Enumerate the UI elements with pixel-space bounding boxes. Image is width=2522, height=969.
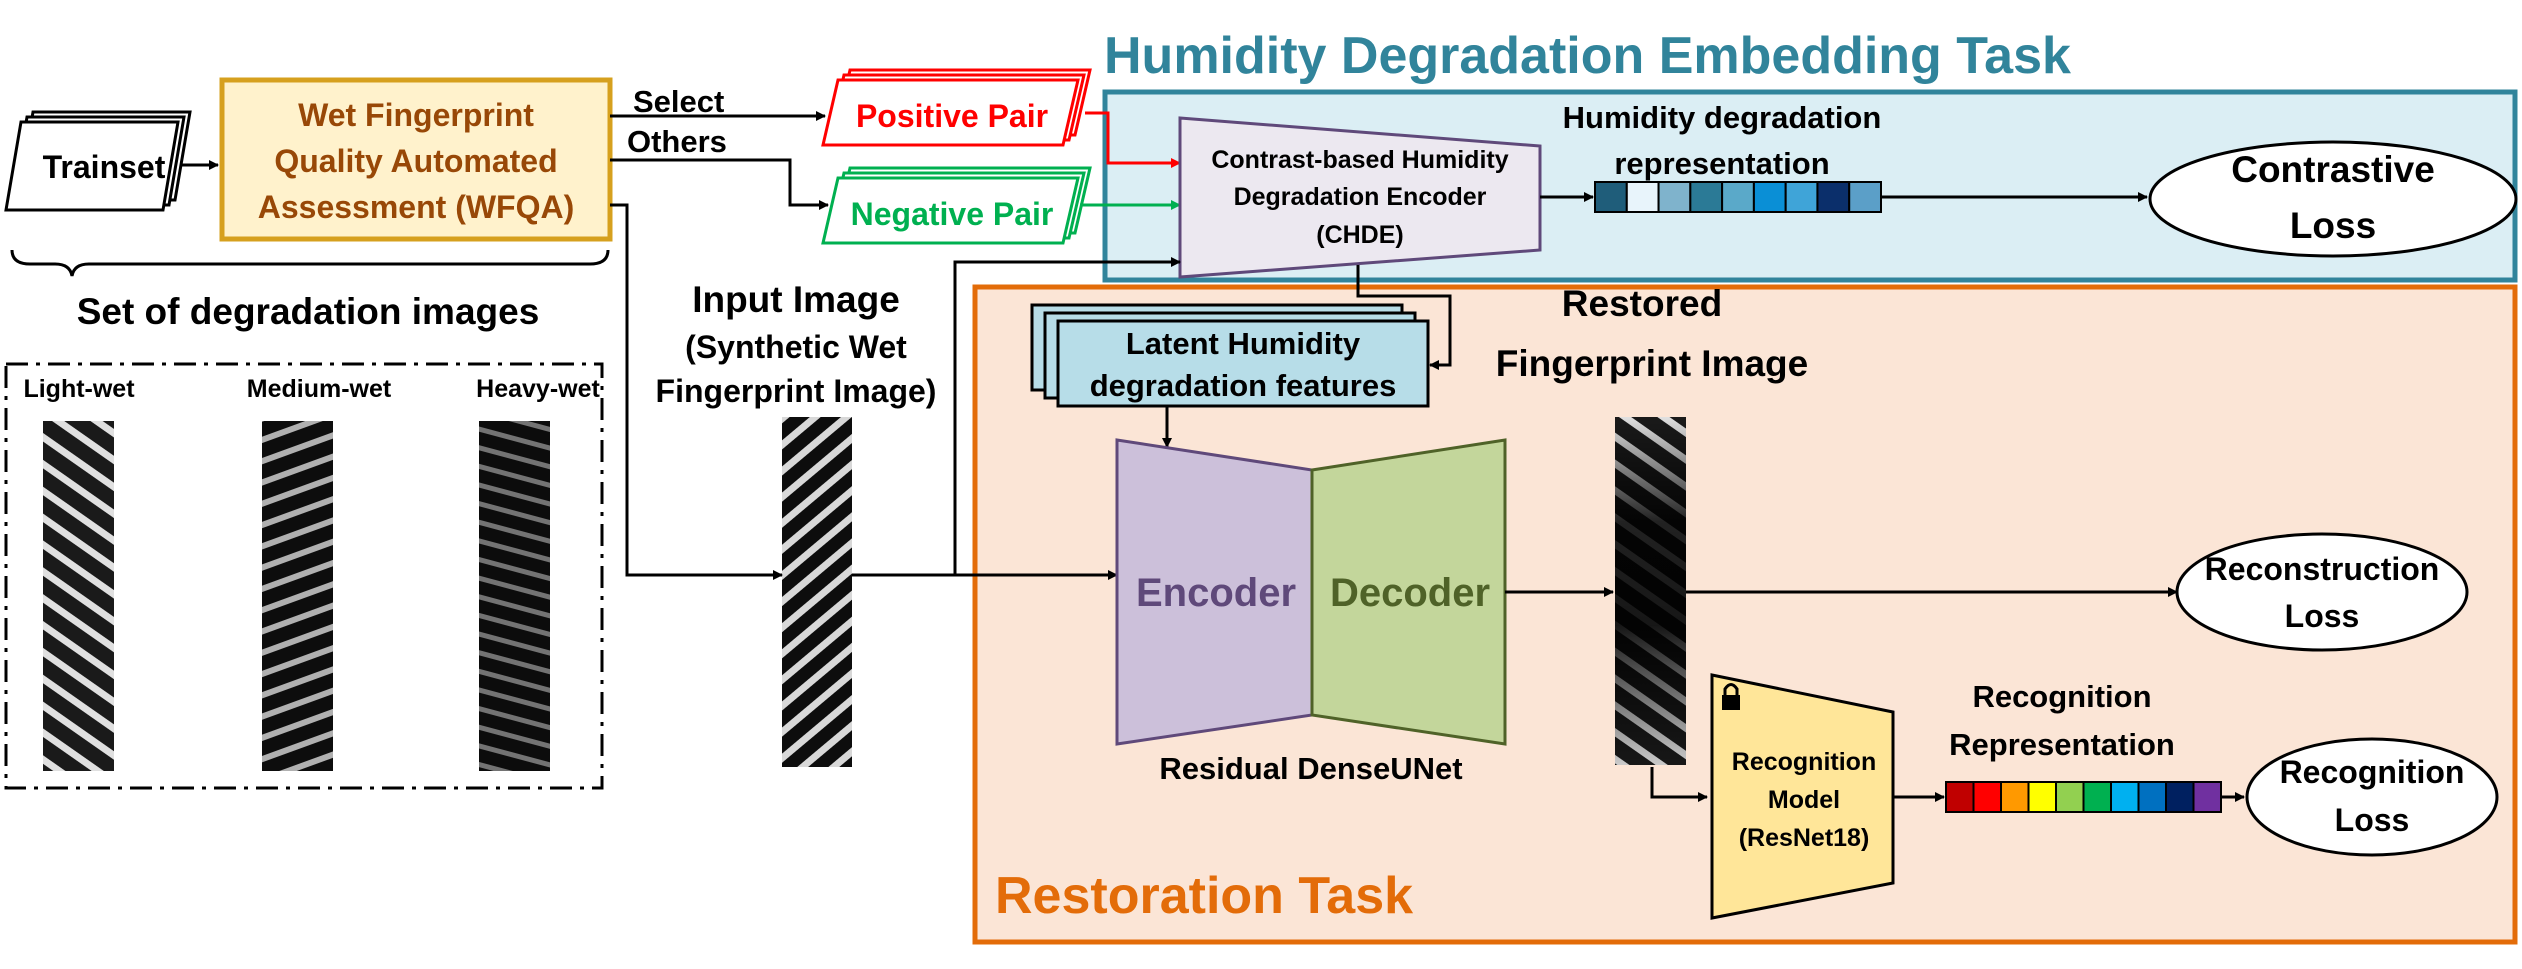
arrow-positive-chde <box>1085 111 1181 168</box>
recognition-model-line3: (ResNet18) <box>1739 824 1870 852</box>
arrow-restored-recognition <box>1650 767 1708 802</box>
restoration-task-title: Restoration Task <box>995 867 1413 925</box>
recognition-repr-line2: Representation <box>1949 727 2175 762</box>
medium-wet-image <box>262 421 333 771</box>
restored-image-line1: Restored <box>1562 283 1722 324</box>
latent-features-line1: Latent Humidity <box>1126 326 1361 361</box>
contrastive-loss-line2: Loss <box>2290 205 2376 246</box>
positive-pair-label: Positive Pair <box>856 98 1048 134</box>
input-image-line2: (Synthetic Wet <box>685 329 907 365</box>
others-label: Others <box>627 124 727 159</box>
light-wet-image <box>43 421 114 771</box>
degradation-set-title: Set of degradation images <box>77 291 540 332</box>
heavy-wet-image <box>479 421 550 771</box>
heavy-wet-label: Heavy-wet <box>476 375 600 403</box>
humidity-repr-cell <box>1689 181 1724 213</box>
light-wet-label: Light-wet <box>23 375 135 403</box>
trainset-label: Trainset <box>43 149 166 185</box>
recognition-repr-cell <box>2110 781 2140 813</box>
recognition-repr-cell <box>2027 781 2057 813</box>
recognition-repr-cell <box>2082 781 2112 813</box>
contrastive-loss-line1: Contrastive <box>2231 149 2435 190</box>
reconstruction-loss-line1: Reconstruction <box>2205 551 2440 587</box>
chde-line1: Contrast-based Humidity <box>1211 146 1508 174</box>
decoder-node: Decoder <box>1310 438 1507 746</box>
positive-pair-node: Positive Pair <box>821 68 1092 147</box>
wfqa-line3: Assessment (WFQA) <box>258 189 575 225</box>
arrow-wfqa-negative <box>610 158 829 210</box>
chde-line2: Degradation Encoder <box>1234 183 1487 211</box>
embedding-task-title: Humidity Degradation Embedding Task <box>1104 27 2071 85</box>
network-name: Residual DenseUNet <box>1159 751 1462 786</box>
degradation-brace <box>10 249 610 277</box>
humidity-repr-cell <box>1816 181 1851 213</box>
restored-image-line2: Fingerprint Image <box>1496 343 1808 384</box>
latent-features-line2: degradation features <box>1090 368 1397 403</box>
input-image-line1: Input Image <box>692 279 900 320</box>
humidity-repr-cell <box>1784 181 1819 213</box>
contrastive-loss-node: Contrastive Loss <box>2148 140 2518 258</box>
recognition-model-line2: Model <box>1768 786 1840 814</box>
recognition-loss-line1: Recognition <box>2280 754 2465 790</box>
medium-wet-label: Medium-wet <box>247 375 392 403</box>
negative-pair-label: Negative Pair <box>851 196 1054 232</box>
recognition-repr-cell <box>1945 781 1975 813</box>
recognition-repr-cell <box>2165 781 2195 813</box>
recognition-repr-cell <box>2000 781 2030 813</box>
decoder-label: Decoder <box>1330 571 1490 615</box>
arrow-input-chde <box>953 257 1181 575</box>
recognition-loss-line2: Loss <box>2335 802 2410 838</box>
encoder-label: Encoder <box>1136 571 1296 615</box>
humidity-repr-vector <box>1594 181 1882 213</box>
wfqa-line2: Quality Automated <box>274 143 557 179</box>
arrow-chde-latent <box>1356 265 1452 370</box>
wfqa-line1: Wet Fingerprint <box>298 97 534 133</box>
input-image <box>782 417 852 767</box>
reconstruction-loss-line2: Loss <box>2285 598 2360 634</box>
reconstruction-loss-node: Reconstruction Loss <box>2175 532 2469 652</box>
recognition-repr-cell <box>2192 781 2222 813</box>
latent-features-node: Latent Humidity degradation features <box>1030 303 1430 408</box>
humidity-repr-cell <box>1594 181 1628 213</box>
recognition-repr-line1: Recognition <box>1972 679 2151 714</box>
select-label: Select <box>633 84 724 119</box>
chde-node: Contrast-based Humidity Degradation Enco… <box>1178 116 1542 279</box>
degradation-set-frame <box>4 362 604 790</box>
humidity-repr-cell <box>1848 181 1882 213</box>
humidity-repr-line1: Humidity degradation <box>1563 100 1882 135</box>
input-image-line3: Fingerprint Image) <box>656 373 937 409</box>
humidity-repr-cell <box>1721 181 1755 213</box>
arrow-wfqa-input <box>610 203 783 580</box>
encoder-node: Encoder <box>1115 438 1314 746</box>
recognition-repr-cell <box>2137 781 2167 813</box>
recognition-loss-node: Recognition Loss <box>2245 737 2499 857</box>
trainset-node: Trainset <box>4 110 192 212</box>
recognition-repr-cell <box>2055 781 2085 813</box>
wfqa-node: Wet Fingerprint Quality Automated Assess… <box>219 77 613 242</box>
recognition-repr-vector <box>1945 781 2222 813</box>
recognition-repr-cell <box>1972 781 2002 813</box>
chde-line3: (CHDE) <box>1316 221 1404 249</box>
lock-icon <box>1722 683 1740 710</box>
humidity-repr-cell <box>1625 181 1660 213</box>
humidity-repr-cell <box>1657 181 1692 213</box>
negative-pair-node: Negative Pair <box>821 166 1092 245</box>
recognition-model-node: Recognition Model (ResNet18) <box>1710 673 1895 920</box>
humidity-repr-line2: representation <box>1614 146 1829 181</box>
humidity-repr-cell <box>1752 181 1787 213</box>
recognition-model-line1: Recognition <box>1732 748 1876 776</box>
